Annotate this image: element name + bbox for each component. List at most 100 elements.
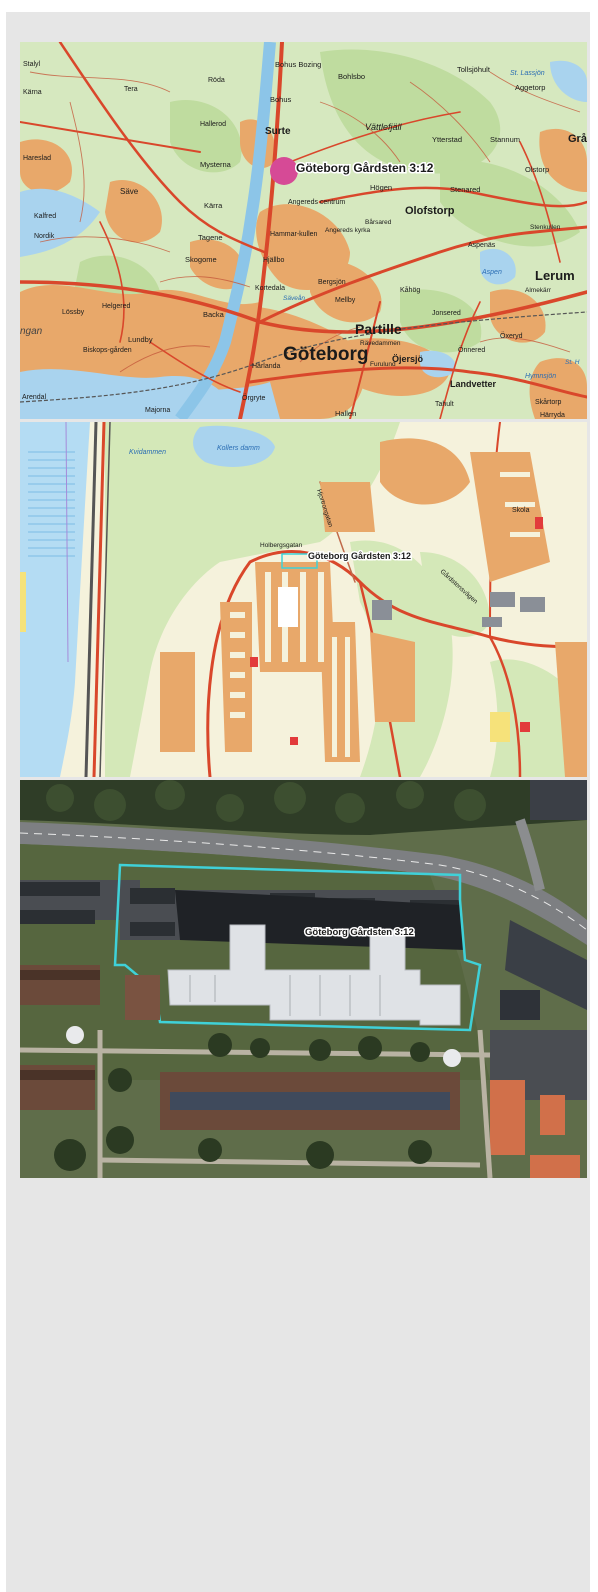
label-angereds-kyrka: Angereds kyrka (325, 227, 371, 234)
label-barsared: Bårsared (365, 218, 392, 226)
detail-map[interactable]: Kvidammen Kollers damm Skola Hjortrongat… (20, 422, 587, 777)
label-tera: Tera (124, 86, 138, 93)
aerial-road (20, 822, 587, 945)
label-bergsjon: Bergsjön (318, 279, 346, 286)
label-hjallbo: Hjällbo (263, 257, 285, 264)
label-kollers-damm: Kollers damm (217, 445, 260, 452)
label-almekarr: Almekärr (525, 287, 552, 294)
minor-roads (29, 71, 581, 373)
label-gra: Grå (568, 133, 587, 145)
aerial-main-building (167, 924, 461, 1026)
water-bodies (20, 60, 587, 419)
overview-map[interactable]: Göteborg Partille Lerum Olofstorp Surte … (20, 42, 587, 419)
label-harryda: Härryda (540, 412, 565, 419)
label-stalyl: Stalyl (23, 61, 41, 68)
label-aggetorp: Aggetorp (515, 83, 545, 92)
label-mysterna: Mysterna (200, 160, 232, 169)
detail-residential (160, 438, 587, 777)
label-skartorp: Skårtorp (535, 398, 562, 406)
detail-water (20, 422, 90, 777)
location-marker-icon (270, 157, 298, 185)
detail-beach (20, 572, 26, 632)
label-bohus-bozing: Bohus Bozing (275, 60, 321, 69)
label-aspenas: Aspenäs (468, 242, 496, 249)
label-goteborg: Göteborg (283, 344, 369, 365)
label-angereds-centrum: Angereds centrum (288, 199, 345, 206)
aerial-silo-right (443, 1049, 461, 1067)
label-kahog: Kåhög (400, 286, 420, 294)
aerial-photo-canvas: Göteborg Gårdsten 3:12 (20, 780, 587, 1178)
label-bohus: Bohus (270, 95, 292, 104)
aerial-tree-texture (46, 780, 486, 823)
label-stenared: Stenared (450, 185, 480, 194)
aerial-silo-left (66, 1026, 84, 1044)
aerial-main-building-details (189, 975, 381, 1016)
label-save: Säve (120, 187, 139, 196)
label-tahult: Tahult (435, 401, 454, 408)
aerial-row-house (160, 1072, 460, 1130)
label-nordik: Nordik (34, 233, 55, 240)
label-lossby: Lössby (62, 309, 85, 316)
label-olstorp: Olstorp (525, 165, 549, 174)
aerial-property-label: Göteborg Gårdsten 3:12 (305, 927, 414, 938)
label-roda: Röda (208, 77, 225, 84)
label-hogen: Högen (370, 183, 392, 192)
main-roads (20, 42, 587, 419)
label-kvidammen: Kvidammen (129, 449, 166, 456)
aerial-building-top-right (530, 780, 587, 820)
label-ngan: ngan (20, 326, 43, 337)
label-stannum: Stannum (490, 135, 520, 144)
label-onnered: Önnered (458, 346, 485, 354)
aerial-property-boundary (113, 863, 482, 1032)
label-karna: Kärna (23, 89, 42, 96)
overview-place-labels: Göteborg Partille Lerum Olofstorp Surte … (20, 60, 587, 419)
overview-map-canvas: Göteborg Partille Lerum Olofstorp Surte … (20, 42, 587, 419)
label-lundby: Lundby (128, 335, 153, 344)
forest-areas (70, 49, 580, 353)
detail-map-canvas: Kvidammen Kollers damm Skola Hjortrongat… (20, 422, 587, 777)
railway (20, 311, 587, 403)
label-hammarkullen: Hammar-kullen (270, 231, 318, 238)
label-backa: Backa (203, 310, 225, 319)
label-jonsered: Jonsered (432, 310, 461, 317)
label-hymnsjon: Hymnsjön (525, 373, 556, 380)
label-arendal: Arendal (22, 394, 47, 401)
label-lerum: Lerum (535, 268, 575, 283)
label-orgryte: Örgryte (242, 394, 265, 402)
label-savean: Säveån (283, 294, 305, 302)
label-harlanda: Härlanda (252, 363, 281, 370)
label-ojersjo: Öjersjö (392, 354, 424, 364)
label-biskopsgarden: Biskops-gården (83, 346, 132, 354)
river (175, 42, 276, 419)
detail-property-label: Göteborg Gårdsten 3:12 (308, 551, 411, 561)
label-partille: Partille (355, 321, 402, 337)
label-furulund: Furulund (370, 361, 396, 368)
label-aspen: Aspen (481, 269, 502, 276)
overview-property-label: Göteborg Gårdsten 3:12 (296, 161, 434, 175)
pond-kollers-damm (193, 425, 275, 467)
label-landvetter: Landvetter (450, 379, 497, 389)
detail-property-boundary (281, 553, 318, 569)
label-hareslad: Hareslad (23, 155, 51, 162)
label-holbergsgatan: Holbergsgatan (260, 542, 303, 549)
label-oxeryd: Öxeryd (500, 332, 523, 340)
label-bohlsbo: Bohlsbo (338, 72, 365, 81)
label-karra: Kärra (204, 201, 223, 210)
aerial-houses-right (490, 920, 587, 1178)
label-surte: Surte (265, 126, 291, 137)
label-vattlefjall: Vättlefjäll (365, 122, 403, 132)
label-hallen: Hallen (335, 409, 356, 418)
detail-special-buildings (250, 517, 545, 745)
label-helgered: Helgered (102, 303, 131, 310)
label-tagene: Tagene (198, 233, 223, 242)
label-hallerod: Hallerod (200, 121, 226, 128)
aerial-photo[interactable]: Göteborg Gårdsten 3:12 (20, 780, 587, 1178)
aerial-houses-left (20, 965, 160, 1110)
label-stenkullen: Stenkullen (530, 224, 561, 231)
label-st-lassjon: St. Lassjön (510, 70, 545, 77)
label-ravedammen: Rävedammen (360, 340, 401, 347)
aerial-trees (54, 1033, 432, 1171)
label-skola: Skola (512, 507, 530, 514)
label-olofstorp: Olofstorp (405, 205, 455, 217)
detail-railway (84, 422, 111, 777)
